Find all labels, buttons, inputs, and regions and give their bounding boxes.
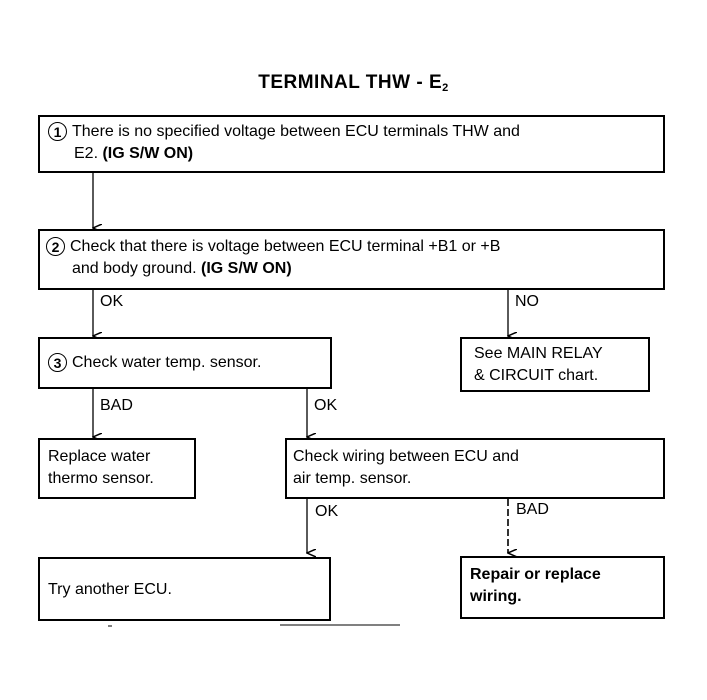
repair-wiring-box: Repair or replace wiring.	[460, 556, 665, 619]
step1-line2: E2.	[74, 145, 99, 162]
step2-condition: (IG S/W ON)	[201, 260, 292, 277]
main-relay-line2: & CIRCUIT chart.	[474, 367, 599, 384]
step3-number: 3	[48, 353, 67, 373]
step2-line2: and body ground.	[72, 260, 197, 277]
step2-box: 2 Check that there is voltage between ECU…	[38, 229, 665, 290]
diagram-title: TERMINAL THW - E2	[258, 72, 449, 94]
main-relay-box: See MAIN RELAY & CIRCUIT chart.	[460, 337, 650, 392]
repair-wiring-line2: wiring.	[470, 588, 522, 605]
step2-line1: Check that there is voltage between ECU …	[70, 238, 501, 255]
main-relay-line1: See MAIN RELAY	[474, 345, 603, 362]
label-wiring-ok: OK	[315, 503, 339, 520]
step3-text: Check water temp. sensor.	[72, 354, 262, 371]
label-step2-no: NO	[515, 293, 539, 310]
label-wiring-bad: BAD	[516, 501, 549, 518]
repair-wiring-line1: Repair or replace	[470, 566, 601, 583]
replace-sensor-line1: Replace water	[48, 448, 151, 465]
step1-line1: There is no specified voltage between EC…	[72, 123, 520, 140]
check-wiring-line1: Check wiring between ECU and	[293, 448, 519, 465]
step1-number: 1	[48, 122, 67, 142]
label-step2-ok: OK	[100, 293, 124, 310]
replace-sensor-box: Replace water thermo sensor.	[38, 438, 196, 499]
label-step3-ok: OK	[314, 397, 338, 414]
step3-box: 3 Check water temp. sensor.	[38, 337, 332, 389]
try-ecu-text: Try another ECU.	[48, 581, 172, 598]
check-wiring-box: Check wiring between ECU and air temp. s…	[285, 438, 665, 499]
check-wiring-line2: air temp. sensor.	[293, 470, 412, 487]
step2-number: 2	[46, 237, 65, 257]
try-ecu-box: Try another ECU.	[38, 557, 331, 621]
step1-box: 1 There is no specified voltage between E…	[38, 115, 665, 173]
replace-sensor-line2: thermo sensor.	[48, 470, 154, 487]
title-subscript: 2	[442, 82, 449, 94]
step1-condition: (IG S/W ON)	[102, 145, 194, 162]
label-step3-bad: BAD	[100, 397, 133, 414]
